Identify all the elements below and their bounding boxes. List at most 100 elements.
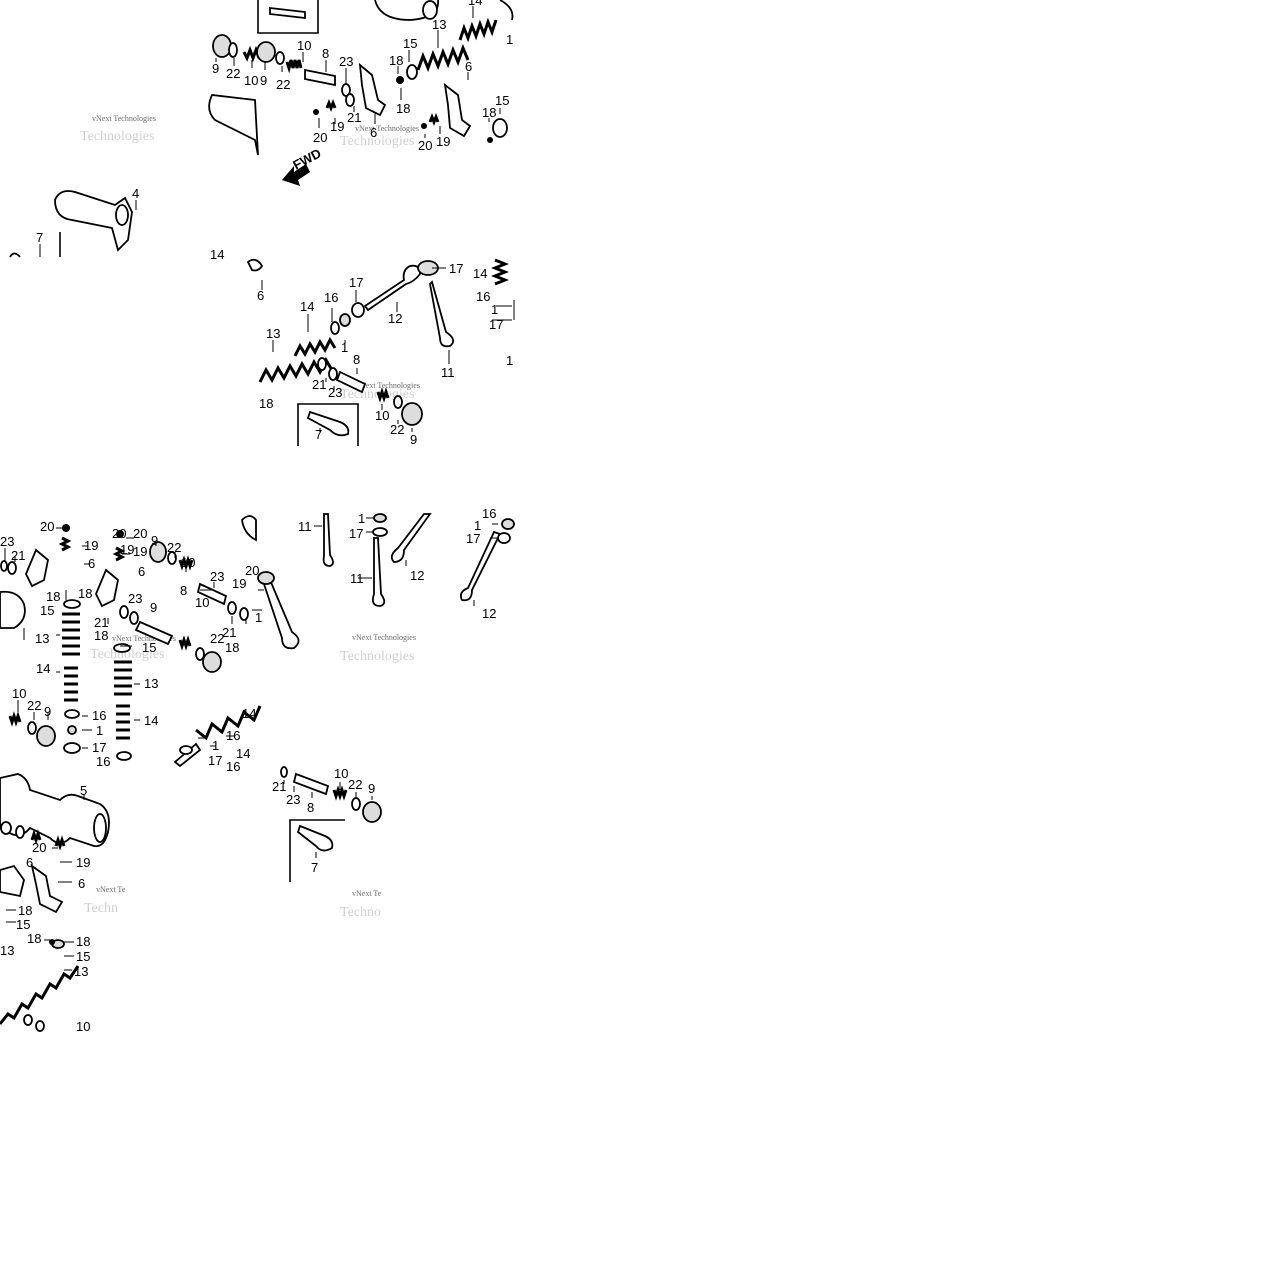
part-number: 21 bbox=[11, 548, 25, 563]
lock-nut bbox=[421, 123, 427, 129]
part-number: 19 bbox=[76, 855, 90, 870]
o-ring bbox=[129, 611, 139, 625]
valve-seal bbox=[497, 532, 511, 544]
part-number: 1 bbox=[358, 511, 365, 526]
forward-arrow-icon bbox=[282, 164, 310, 186]
part-number: 23 bbox=[339, 54, 353, 69]
tile-a: Technologies vNext Technologies Technolo… bbox=[80, 0, 514, 186]
part-number: 10 bbox=[244, 73, 258, 88]
part-number: 10 bbox=[375, 408, 389, 423]
part-number: 5 bbox=[80, 783, 87, 798]
part-number: 18 bbox=[18, 903, 32, 918]
o-ring bbox=[351, 797, 361, 811]
retainer bbox=[113, 643, 131, 653]
o-ring bbox=[119, 605, 129, 619]
part-number: 10 bbox=[12, 686, 26, 701]
part-number: 10 bbox=[76, 1019, 90, 1034]
watermark: vNext Technologies bbox=[352, 633, 416, 642]
rocker-shaft bbox=[335, 370, 367, 394]
cap bbox=[149, 541, 167, 563]
part-number: 8 bbox=[322, 46, 329, 61]
part-number: 9 bbox=[44, 704, 51, 719]
part-number: 10 bbox=[297, 38, 311, 53]
part-labels: 21 23 8 10 22 9 7 bbox=[272, 766, 375, 875]
part-number: 17 bbox=[466, 531, 480, 546]
rocker-arm bbox=[25, 548, 49, 588]
part-number: 6 bbox=[257, 288, 264, 303]
part-number: 18 bbox=[78, 586, 92, 601]
spring-seat bbox=[330, 321, 340, 335]
watermark: vNext Technologies bbox=[356, 381, 420, 390]
part-number: 6 bbox=[138, 564, 145, 579]
retainer bbox=[501, 518, 515, 530]
part-number: 17 bbox=[449, 261, 463, 276]
valve-seal bbox=[351, 302, 365, 318]
rocker-shaft bbox=[269, 6, 306, 20]
part-number: 9 bbox=[151, 533, 158, 548]
part-number: 1 bbox=[96, 723, 103, 738]
valve-guide bbox=[296, 824, 334, 852]
valve bbox=[429, 280, 455, 348]
valve bbox=[363, 264, 421, 312]
valve-spring bbox=[0, 965, 80, 1025]
valve-spring bbox=[458, 17, 498, 43]
valve-guide bbox=[306, 410, 350, 437]
valve-seal bbox=[67, 725, 77, 735]
part-number: 15 bbox=[495, 93, 509, 108]
tile-b: 4 7 14 bbox=[9, 186, 224, 262]
part-number: 11 bbox=[298, 519, 312, 534]
o-ring bbox=[27, 721, 37, 735]
part-number: 6 bbox=[88, 556, 95, 571]
o-ring bbox=[23, 1014, 33, 1026]
part-number: 10 bbox=[334, 766, 348, 781]
retainer bbox=[406, 64, 418, 80]
watermark: vNext Technologies bbox=[112, 634, 176, 643]
part-number: 1 bbox=[341, 340, 348, 355]
part-labels: 20 19 6 20 19 9 22 10 23 21 6 18 15 18 2… bbox=[0, 519, 262, 774]
watermark: vNext Technologies bbox=[92, 114, 156, 123]
retainer bbox=[257, 571, 275, 585]
part-number: 19 bbox=[120, 542, 134, 557]
o-ring bbox=[345, 93, 355, 107]
adjuster-screw bbox=[58, 536, 72, 552]
part-number: 17 bbox=[349, 526, 363, 541]
o-ring bbox=[328, 367, 338, 381]
part-number: 1 bbox=[491, 302, 498, 317]
o-ring bbox=[239, 607, 249, 621]
part-number: 21 bbox=[347, 110, 361, 125]
valve bbox=[459, 530, 502, 602]
cap bbox=[492, 118, 508, 138]
valve-spring bbox=[114, 660, 132, 696]
camshaft bbox=[208, 94, 259, 156]
part-number: 20 bbox=[32, 840, 46, 855]
part-number: 15 bbox=[76, 949, 90, 964]
valve-spring bbox=[116, 704, 130, 740]
watermark-ghost: Techno bbox=[340, 905, 381, 920]
o-ring bbox=[167, 551, 177, 565]
rocker-arm bbox=[358, 62, 387, 117]
tile-d: Technologies vNext Technologies bbox=[0, 515, 300, 774]
part-number: 7 bbox=[315, 427, 322, 442]
part-number: 13 bbox=[266, 326, 280, 341]
o-ring bbox=[0, 821, 12, 835]
small-spring bbox=[178, 635, 192, 651]
part-number: 7 bbox=[36, 230, 43, 245]
part-number: 23 bbox=[286, 792, 300, 807]
cap bbox=[202, 651, 222, 673]
retainer bbox=[373, 513, 387, 523]
part-number: 21 bbox=[94, 615, 108, 630]
o-ring bbox=[228, 42, 238, 58]
part-labels: 9 22 10 9 22 10 8 23 21 6 18 18 15 13 14… bbox=[212, 0, 513, 153]
part-number: 1 bbox=[474, 518, 481, 533]
part-number: 20 bbox=[112, 526, 126, 541]
o-ring bbox=[195, 647, 205, 661]
valve-spring bbox=[293, 336, 337, 358]
part-number: 22 bbox=[348, 777, 362, 792]
o-ring bbox=[317, 357, 327, 371]
part-number: 12 bbox=[410, 568, 424, 583]
part-number: 14 bbox=[144, 713, 158, 728]
part-number: 18 bbox=[389, 53, 403, 68]
cam-lobe bbox=[93, 813, 107, 843]
o-ring bbox=[0, 560, 8, 572]
valve bbox=[390, 513, 432, 563]
